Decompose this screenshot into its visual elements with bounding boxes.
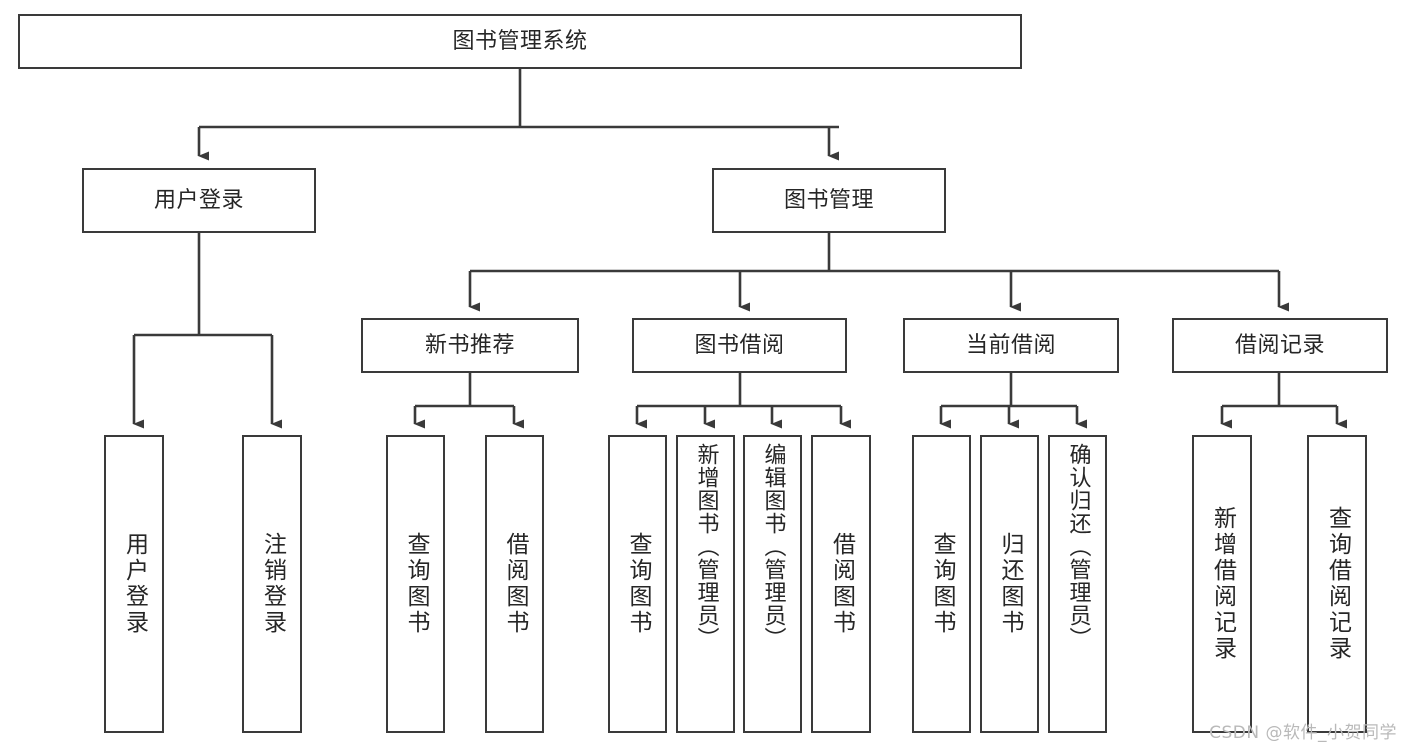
node-label: 借阅图书 <box>502 532 528 636</box>
node-borrow-record[interactable]: 借阅记录 <box>1172 318 1388 373</box>
node-label: 查询图书 <box>929 532 955 636</box>
leaf-query-book-current[interactable]: 查询图书 <box>912 435 971 733</box>
node-label: 编辑图书（管理员） <box>760 443 786 650</box>
node-label: 新增借阅记录 <box>1209 506 1236 662</box>
csdn-watermark: CSDN @软件_小贺同学 <box>1209 723 1397 743</box>
node-label: 用户登录 <box>121 532 148 636</box>
leaf-confirm-return[interactable]: 确认归还（管理员） <box>1048 435 1107 733</box>
node-label: 新书推荐 <box>424 332 515 358</box>
leaf-user-login[interactable]: 用户登录 <box>104 435 164 733</box>
leaf-return-book[interactable]: 归还图书 <box>980 435 1039 733</box>
leaf-edit-book[interactable]: 编辑图书（管理员） <box>743 435 802 733</box>
node-label: 查询图书 <box>625 532 651 636</box>
node-label: 图书管理 <box>783 187 874 213</box>
node-label: 图书借阅 <box>694 332 785 358</box>
leaf-logout-login[interactable]: 注销登录 <box>242 435 302 733</box>
node-label: 图书管理系统 <box>452 28 588 54</box>
node-root-system[interactable]: 图书管理系统 <box>18 14 1022 69</box>
node-label: 借阅记录 <box>1234 332 1325 358</box>
leaf-query-borrow-record[interactable]: 查询借阅记录 <box>1307 435 1367 733</box>
node-label: 借阅图书 <box>828 532 855 636</box>
node-label: 注销登录 <box>259 532 286 636</box>
node-label: 当前借阅 <box>965 332 1056 358</box>
leaf-borrow-book-recommend[interactable]: 借阅图书 <box>485 435 544 733</box>
node-user-login[interactable]: 用户登录 <box>82 168 316 233</box>
leaf-query-book-borrow[interactable]: 查询图书 <box>608 435 667 733</box>
node-book-management[interactable]: 图书管理 <box>712 168 946 233</box>
node-label: 查询借阅记录 <box>1324 506 1351 662</box>
node-new-book-recommend[interactable]: 新书推荐 <box>361 318 579 373</box>
node-current-borrow[interactable]: 当前借阅 <box>903 318 1119 373</box>
leaf-query-book-recommend[interactable]: 查询图书 <box>386 435 445 733</box>
leaf-borrow-book-borrow[interactable]: 借阅图书 <box>811 435 871 733</box>
leaf-add-book[interactable]: 新增图书（管理员） <box>676 435 735 733</box>
leaf-add-borrow-record[interactable]: 新增借阅记录 <box>1192 435 1252 733</box>
node-label: 新增图书（管理员） <box>693 443 719 650</box>
node-book-borrow[interactable]: 图书借阅 <box>632 318 847 373</box>
node-label: 查询图书 <box>403 532 429 636</box>
node-label: 归还图书 <box>997 532 1023 636</box>
node-label: 确认归还（管理员） <box>1065 443 1091 650</box>
node-label: 用户登录 <box>153 187 244 213</box>
